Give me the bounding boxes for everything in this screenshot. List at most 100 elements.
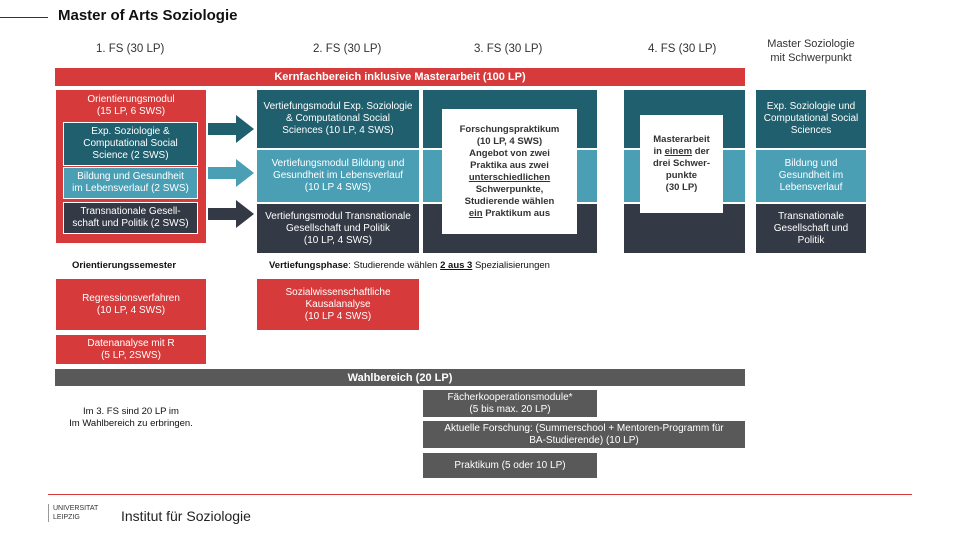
orient-mod-trans-line1: Transnationale Gesell- [80, 206, 181, 217]
forschung-line2: (10 LP, 4 SWS) [476, 135, 543, 147]
masterarbeit-line2-c: der [692, 146, 710, 157]
vertiefungsphase-label-underline: 2 aus 3 [440, 260, 473, 271]
header-rule [0, 17, 48, 18]
orientierungsmodul-title-line2: (15 LP, 6 SWS) [96, 106, 166, 117]
aktuelle-forschung-line1: Aktuelle Forschung: (Summerschool + Ment… [444, 422, 724, 434]
orientierungsmodul-title: Orientierungsmodul (15 LP, 6 SWS) [56, 94, 206, 118]
wahlbereich-note: Im 3. FS sind 20 LP im Im Wahlbereich zu… [56, 406, 206, 430]
orient-mod-bildung: Bildung und Gesundheit im Lebensverlauf … [63, 167, 198, 199]
aktuelle-forschung-box: Aktuelle Forschung: (Summerschool + Ment… [423, 421, 745, 448]
wahlbereich-bar: Wahlbereich (20 LP) [55, 369, 745, 386]
kausal-line3: (10 LP 4 SWS) [304, 310, 372, 322]
arrow-right-icon [208, 200, 254, 228]
regression-line1: Regressionsverfahren [82, 292, 180, 304]
aktuelle-forschung-line2: BA-Studierende) (10 LP) [529, 434, 639, 446]
vertiefung-mod-exp-soziologie: Vertiefungsmodul Exp. Soziologie & Compu… [257, 90, 419, 148]
forschung-line7: Studierende wählen [464, 195, 555, 207]
vert-exp-line3: Sciences (10 LP, 4 SWS) [282, 125, 394, 136]
praktikum-box: Praktikum (5 oder 10 LP) [423, 453, 597, 478]
wahl-note-line2: Im Wahlbereich zu erbringen. [69, 418, 193, 429]
schwerpunkt-exp-line1: Exp. Soziologie und [766, 101, 856, 112]
faecherkooperation-box: Fächerkooperationsmodule* (5 bis max. 20… [423, 390, 597, 417]
orient-mod-transnationale: Transnationale Gesell- schaft und Politi… [63, 202, 198, 234]
datenanalyse-line1: Datenanalyse mit R [87, 337, 175, 349]
page-title: Master of Arts Soziologie [58, 7, 238, 24]
orientierungsmodul-title-line1: Orientierungsmodul [87, 94, 175, 105]
schwerpunkt-exp-line2: Computational Social [763, 113, 859, 124]
vert-bildung-line2: Gesundheit im Lebensverlauf [272, 170, 404, 181]
vert-trans-line3: (10 LP, 4 SWS) [303, 234, 373, 246]
forschung-line4: Praktika aus zwei [470, 159, 549, 171]
orient-mod-exp-line3: Science (2 SWS) [92, 150, 169, 161]
vert-exp-line1: Vertiefungsmodul Exp. Soziologie [263, 101, 413, 112]
semester-1-heading: 1. FS (30 LP) [96, 43, 165, 55]
forschungspraktikum-box: Forschungspraktikum (10 LP, 4 SWS) Angeb… [442, 109, 577, 234]
vertiefungsphase-label-rest1: : Studierende wählen [348, 260, 441, 271]
masterarbeit-line4: punkte [665, 170, 698, 181]
forschung-line1: Forschungspraktikum [459, 123, 560, 135]
schwerpunkt-bildung-line2: Gesundheit im [778, 170, 844, 181]
masterarbeit-line5: (30 LP) [665, 182, 698, 193]
orient-mod-exp-soziologie: Exp. Soziologie & Computational Social S… [63, 122, 198, 166]
semester-2-heading: 2. FS (30 LP) [313, 43, 382, 55]
regression-line2: (10 LP, 4 SWS) [96, 304, 166, 316]
schwerpunkt-transnationale: Transnationale Gesellschaft und Politik [756, 204, 866, 253]
arrow-right-icon [208, 159, 254, 187]
arrow-right-icon [208, 115, 254, 143]
schwerpunkt-bildung-line3: Lebensverlauf [779, 182, 843, 193]
datenanalyse-line2: (5 LP, 2SWS) [101, 349, 161, 361]
forschung-line3: Angebot von zwei [469, 147, 550, 159]
schwerpunkt-trans-line1: Transnationale [778, 210, 844, 222]
schwerpunkt-trans-line2: Gesellschaft und [773, 222, 849, 234]
vertiefung-mod-bildung: Vertiefungsmodul Bildung und Gesundheit … [257, 150, 419, 202]
university-logo: UNIVERSITAT LEIPZIG [48, 504, 98, 522]
vert-exp-line2: & Computational Social [286, 113, 390, 124]
schwerpunkt-exp-line3: Sciences [790, 125, 832, 136]
schwerpunkt-bildung-line1: Bildung und [784, 158, 838, 169]
vertiefung-mod-transnationale: Vertiefungsmodul Transnationale Gesellsc… [257, 204, 419, 253]
university-logo-line2: LEIPZIG [53, 514, 80, 521]
wahl-note-line1: Im 3. FS sind 20 LP im [83, 406, 179, 417]
kausalanalyse-box: Sozialwissenschaftliche Kausalanalyse (1… [257, 279, 419, 330]
university-logo-line1: UNIVERSITAT [53, 505, 99, 512]
institute-name: Institut für Soziologie [121, 508, 251, 524]
forschung-line6: Schwerpunkte, [475, 183, 544, 195]
vert-trans-line2: Gesellschaft und Politik [286, 222, 390, 234]
master-heading-line2: mit Schwerpunkt [770, 52, 852, 64]
faecherkooperation-line2: (5 bis max. 20 LP) [469, 403, 551, 415]
schwerpunkt-exp-soziologie: Exp. Soziologie und Computational Social… [756, 90, 866, 148]
orient-mod-exp-line1: Exp. Soziologie & [91, 126, 170, 137]
masterarbeit-box: Masterarbeit in einem der drei Schwer- p… [640, 115, 723, 213]
vert-bildung-line3: (10 LP 4 SWS) [304, 182, 372, 193]
footer-rule [48, 494, 912, 495]
semester-4-heading: 4. FS (30 LP) [648, 43, 717, 55]
orient-mod-bildung-line2: im Lebensverlauf (2 SWS) [72, 183, 189, 194]
orientierungssemester-label: Orientierungssemester [72, 260, 177, 271]
masterarbeit-line1: Masterarbeit [653, 134, 710, 145]
vertiefungsphase-label-bold: Vertiefungsphase [269, 260, 349, 271]
semester-3-heading: 3. FS (30 LP) [474, 43, 543, 55]
forschung-line5: unterschiedlichen [468, 171, 551, 183]
kausal-line1: Sozialwissenschaftliche [285, 286, 391, 298]
orient-mod-bildung-line1: Bildung und Gesundheit [77, 171, 184, 182]
masterarbeit-line3: drei Schwer- [652, 158, 711, 169]
masterarbeit-line2: in einem der [654, 146, 710, 158]
orient-mod-trans-line2: schaft und Politik (2 SWS) [72, 218, 189, 229]
vertiefungsphase-label-rest2: Spezialisierungen [472, 260, 550, 271]
orient-mod-exp-line2: Computational Social [83, 138, 178, 149]
vertiefungsphase-label: Vertiefungsphase: Studierende wählen 2 a… [269, 260, 550, 271]
master-heading-line1: Master Soziologie [767, 38, 855, 50]
masterarbeit-line2-einem: einem [664, 146, 693, 157]
vert-bildung-line1: Vertiefungsmodul Bildung und [271, 158, 405, 169]
regressionsverfahren-box: Regressionsverfahren (10 LP, 4 SWS) [56, 279, 206, 330]
datenanalyse-box: Datenanalyse mit R (5 LP, 2SWS) [56, 335, 206, 364]
forschung-line8-rest: Praktikum aus [482, 207, 551, 219]
schwerpunkt-trans-line3: Politik [797, 234, 825, 246]
master-schwerpunkt-heading: Master Soziologie mit Schwerpunkt [754, 37, 868, 65]
vert-trans-line1: Vertiefungsmodul Transnationale [265, 210, 411, 222]
kausal-line2: Kausalanalyse [305, 298, 371, 310]
schwerpunkt-bildung: Bildung und Gesundheit im Lebensverlauf [756, 150, 866, 202]
kernfach-bar: Kernfachbereich inklusive Masterarbeit (… [55, 68, 745, 86]
forschung-line8-ein: ein [468, 207, 483, 219]
faecherkooperation-line1: Fächerkooperationsmodule* [447, 391, 573, 403]
